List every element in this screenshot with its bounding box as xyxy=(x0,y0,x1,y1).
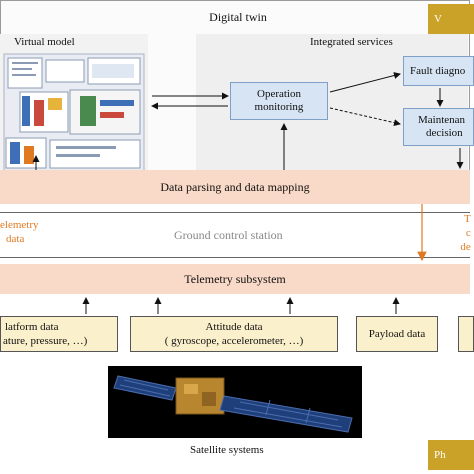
telemetry-subsystem-bar: Telemetry subsystem xyxy=(0,264,470,294)
operation-monitoring-box: Operation monitoring xyxy=(230,82,328,120)
payload-data-box: Payload data xyxy=(356,316,438,352)
fault-diagnosis-label: Fault diagno xyxy=(410,64,466,77)
maintenance-label-line2: decision xyxy=(426,127,463,139)
virtual-tag: V xyxy=(428,4,474,34)
satellite-systems-label: Satellite systems xyxy=(190,444,264,456)
telemetry-data-note-line2: data xyxy=(6,233,25,245)
fault-diagnosis-box: Fault diagno xyxy=(403,56,474,86)
platform-data-line2: ature, pressure, …) xyxy=(3,335,88,347)
right-orange-note-line3: de xyxy=(460,241,471,253)
telemetry-data-note-line1: elemetry xyxy=(0,219,39,231)
telemetry-data-note: elemetry data xyxy=(0,218,38,246)
virtual-model-panel xyxy=(0,34,148,176)
data-parsing-label: Data parsing and data mapping xyxy=(160,179,310,194)
attitude-data-box: Attitude data ( gyroscope, accelerometer… xyxy=(130,316,338,352)
platform-data-line1: latform data xyxy=(5,321,59,333)
digital-twin-title: Digital twin xyxy=(209,10,267,24)
right-orange-note-line1: T xyxy=(464,213,471,225)
integrated-services-title: Integrated services xyxy=(310,36,393,48)
operation-monitoring-label: Operation monitoring xyxy=(254,88,304,113)
maintenance-label-line1: Maintenan xyxy=(418,114,466,126)
right-orange-note-line2: c xyxy=(465,227,471,239)
virtual-model-title: Virtual model xyxy=(14,36,75,48)
telemetry-subsystem-label: Telemetry subsystem xyxy=(184,271,286,286)
extra-data-box xyxy=(458,316,474,352)
platform-data-box: latform data ature, pressure, …) xyxy=(0,316,118,352)
attitude-data-line1: Attitude data xyxy=(205,321,263,333)
maintenance-decision-box: Maintenan decision xyxy=(403,108,474,146)
data-parsing-bar: Data parsing and data mapping xyxy=(0,170,470,204)
ground-control-station-label: Ground control station xyxy=(170,228,287,243)
payload-data-label: Payload data xyxy=(368,328,426,340)
attitude-data-line2: ( gyroscope, accelerometer, …) xyxy=(164,335,304,347)
physical-tag: Ph xyxy=(428,440,474,470)
right-orange-note: T c de xyxy=(454,212,471,254)
